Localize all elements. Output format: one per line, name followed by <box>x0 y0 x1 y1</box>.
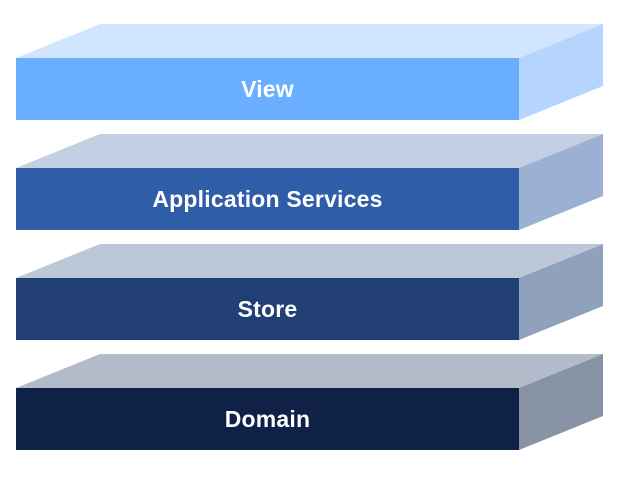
layer-view-side-face <box>519 24 603 120</box>
layer-application-services-top-face <box>16 134 603 168</box>
layer-application-services-slab <box>16 134 603 230</box>
layer-store-top-face <box>16 244 603 278</box>
layer-application-services: Application Services <box>0 134 631 264</box>
layer-domain: Domain <box>0 354 631 484</box>
layer-domain-slab <box>16 354 603 450</box>
layer-view-slab <box>16 24 603 120</box>
layer-store-front-face <box>16 278 519 340</box>
layer-view-front-face <box>16 58 519 120</box>
layer-application-services-side-face <box>519 134 603 230</box>
layer-application-services-front-face <box>16 168 519 230</box>
layer-store-label: Store <box>237 295 298 322</box>
layer-view-label: View <box>241 75 294 102</box>
layer-store-side-face <box>519 244 603 340</box>
layer-domain-label: Domain <box>224 405 311 432</box>
layer-application-services-label: Application Services <box>152 185 383 212</box>
layer-store: Store <box>0 244 631 374</box>
layer-store-slab <box>16 244 603 340</box>
layer-domain-top-face <box>16 354 603 388</box>
layer-view-top-face <box>16 24 603 58</box>
layer-domain-side-face <box>519 354 603 450</box>
layer-view: View <box>0 24 631 154</box>
layer-domain-front-face <box>16 388 519 450</box>
